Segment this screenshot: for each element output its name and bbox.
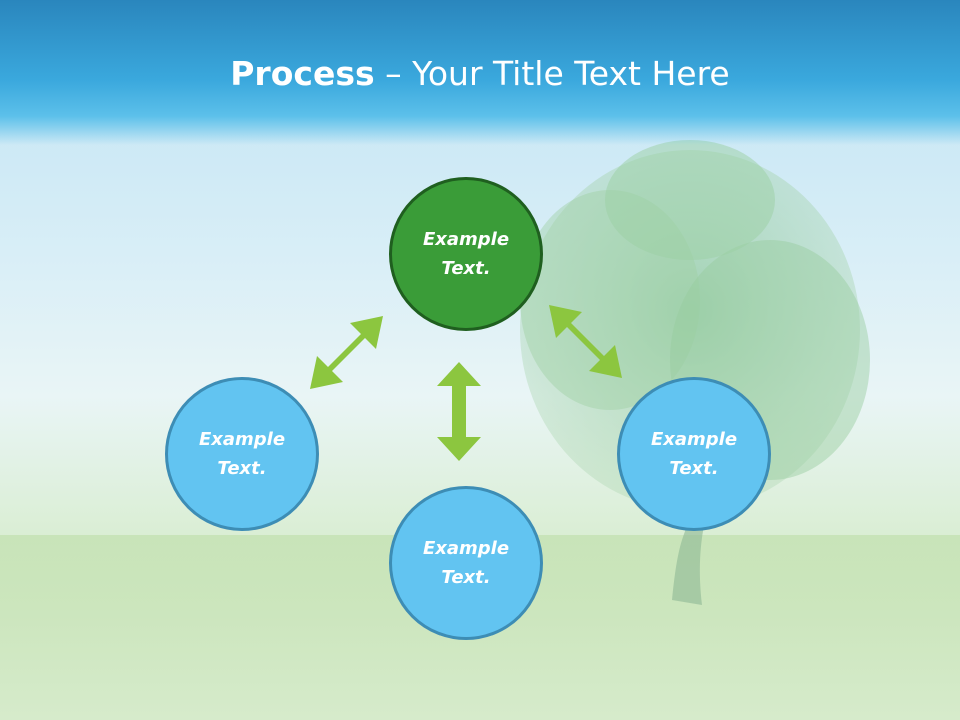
- page-title: Process – Your Title Text Here: [0, 52, 960, 96]
- process-node-left: Example Text.: [165, 377, 319, 531]
- arrow-center-right: [549, 305, 622, 378]
- process-node-center-label: Example Text.: [422, 229, 510, 279]
- title-bar: [0, 0, 960, 145]
- process-node-center: Example Text.: [389, 177, 543, 331]
- process-node-left-label: Example Text.: [198, 429, 286, 479]
- title-bold: Process: [230, 54, 375, 93]
- title-rest: – Your Title Text Here: [374, 54, 730, 93]
- arrow-center-left: [310, 316, 383, 389]
- process-node-right: Example Text.: [617, 377, 771, 531]
- process-node-right-label: Example Text.: [650, 429, 738, 479]
- process-node-bottom: Example Text.: [389, 486, 543, 640]
- process-node-bottom-label: Example Text.: [422, 538, 510, 588]
- arrow-center-bottom: [437, 362, 481, 461]
